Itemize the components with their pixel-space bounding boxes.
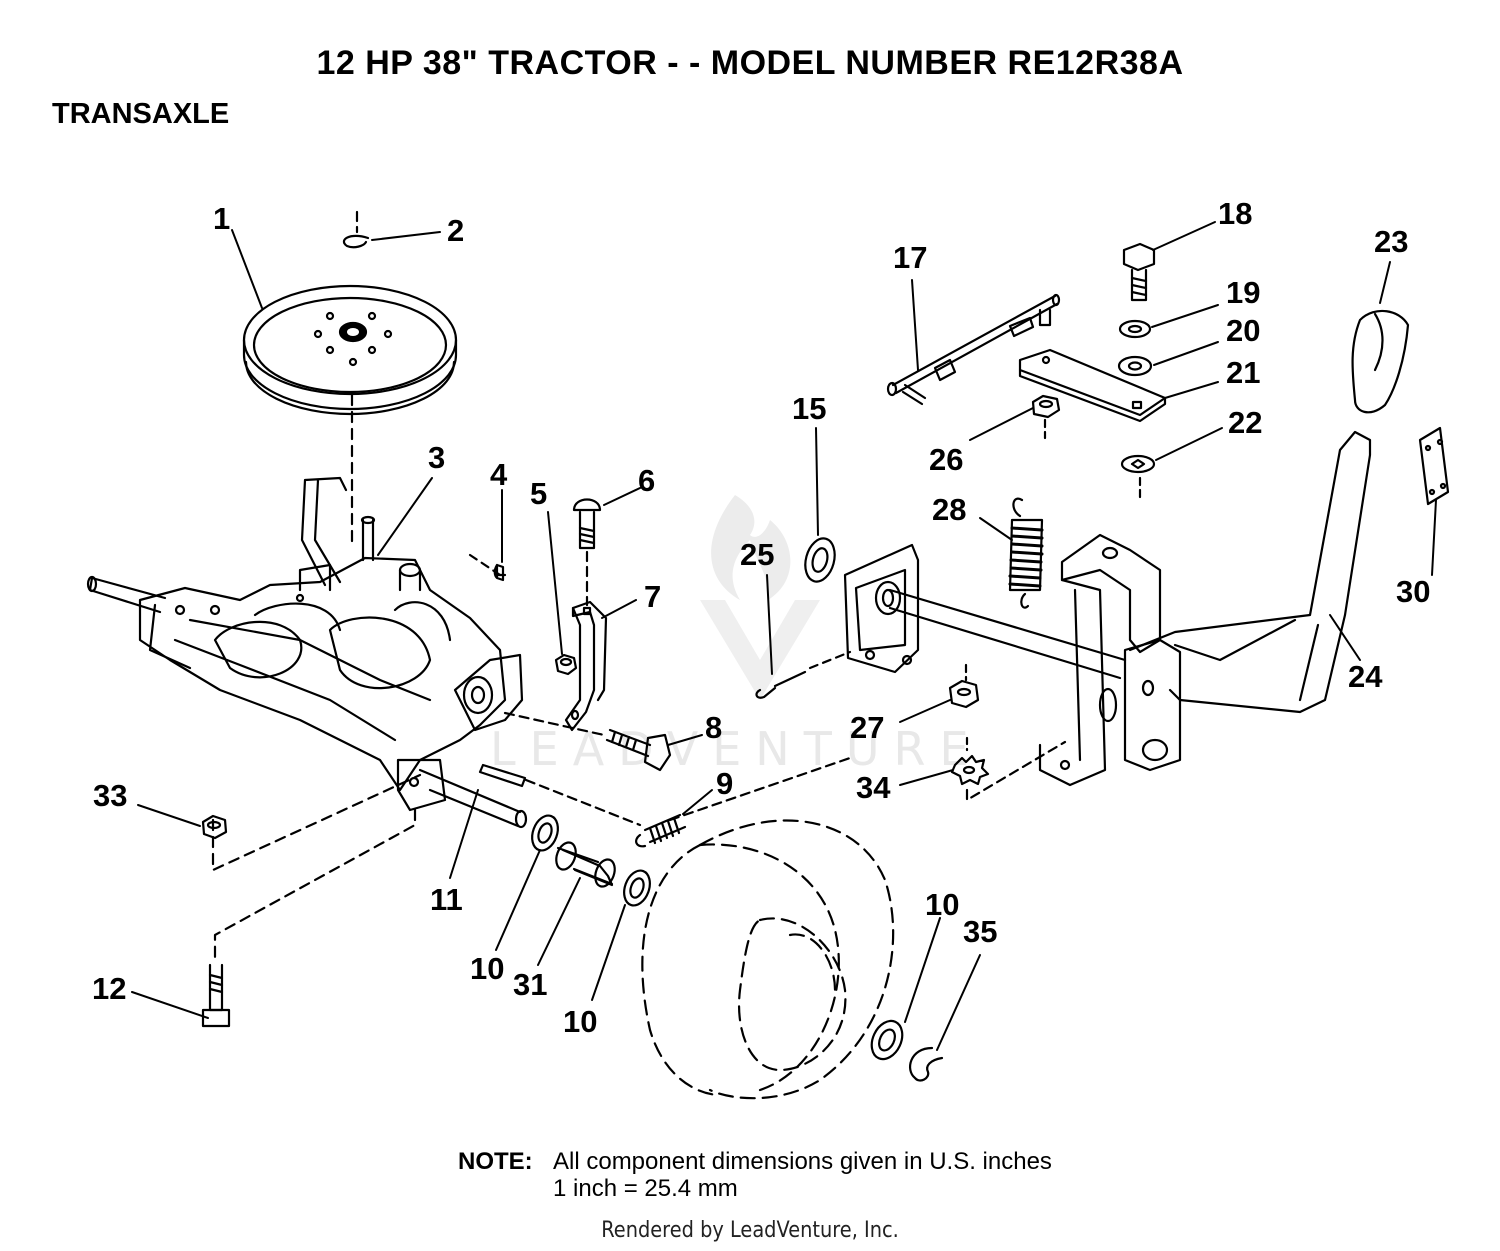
callout-18: 18 [1218, 196, 1252, 231]
shift-lever-shaft-assembly [843, 430, 1372, 787]
callout-5: 5 [530, 476, 547, 511]
callout-27: 27 [850, 710, 884, 745]
callout-26: 26 [929, 442, 963, 477]
leader-lines [131, 221, 1437, 1051]
carriage-bolt [572, 498, 602, 550]
note-line-2: 1 inch = 25.4 mm [553, 1175, 738, 1202]
footer-credit: Rendered by LeadVenture, Inc. [601, 1218, 899, 1243]
callout-10: 10 [470, 951, 504, 986]
section-title: TRANSAXLE [52, 98, 230, 130]
callout-35: 35 [963, 914, 997, 949]
callout-15: 15 [792, 391, 826, 426]
callout-7: 7 [644, 579, 661, 614]
hex-bolt [1122, 242, 1156, 302]
callout-1: 1 [213, 201, 230, 236]
hex-nut [554, 653, 578, 676]
retaining-clip [342, 234, 370, 249]
e-clip [909, 1046, 944, 1082]
hex-nut [948, 679, 980, 709]
rear-wheel [641, 819, 895, 1100]
callout-8: 8 [705, 710, 722, 745]
note-label: NOTE: [458, 1148, 533, 1175]
callout-17: 17 [893, 240, 927, 275]
control-rod [886, 293, 1061, 406]
callout-20: 20 [1226, 313, 1260, 348]
callout-25: 25 [740, 537, 774, 572]
flat-washer [623, 869, 651, 907]
watermark-text: LEADVENTURE [490, 722, 983, 776]
callout-6: 6 [638, 463, 655, 498]
hex-bolt [605, 728, 672, 772]
lock-washer [1118, 319, 1152, 339]
callout-22: 22 [1228, 405, 1262, 440]
cotter-pin [755, 670, 807, 699]
flange-nut [1031, 394, 1061, 419]
shift-bracket [564, 600, 608, 732]
hex-nut [201, 814, 228, 840]
woodruff-key [493, 563, 505, 582]
callout-31: 31 [513, 967, 547, 1002]
link-plate [1018, 348, 1167, 423]
callout-12: 12 [92, 971, 126, 1006]
extension-spring [1008, 497, 1044, 609]
callout-10: 10 [563, 1004, 597, 1039]
callout-11: 11 [430, 882, 463, 917]
callout-30: 30 [1396, 574, 1430, 609]
page-title: 12 HP 38" TRACTOR - - MODEL NUMBER RE12R… [316, 44, 1184, 82]
callout-4: 4 [490, 457, 508, 492]
star-washer [950, 754, 990, 786]
callout-28: 28 [932, 492, 966, 527]
callout-19: 19 [1226, 275, 1260, 310]
callout-24: 24 [1348, 659, 1383, 694]
callout-33: 33 [93, 778, 127, 813]
callout-labels: 1 2 3 4 5 6 7 8 9 10 10 10 11 12 15 17 1… [92, 196, 1430, 1039]
callout-34: 34 [856, 770, 891, 805]
transaxle-housing [86, 476, 528, 829]
hex-bolt [201, 963, 231, 1028]
callout-10: 10 [925, 887, 959, 922]
callout-23: 23 [1374, 224, 1408, 259]
flat-washer [1117, 355, 1153, 377]
extension-spring-small [635, 813, 687, 848]
callout-2: 2 [447, 213, 464, 248]
lever-knob [1351, 309, 1410, 414]
flat-washer [531, 814, 559, 852]
callout-21: 21 [1226, 355, 1260, 390]
square-key [478, 763, 527, 788]
square-washer [1120, 454, 1156, 474]
dimension-note: NOTE: All component dimensions given in U… [458, 1148, 1052, 1202]
callout-3: 3 [428, 440, 445, 475]
shift-decal [1418, 426, 1450, 506]
callout-9: 9 [716, 766, 733, 801]
flat-washer [870, 1019, 904, 1061]
flat-washer [804, 537, 836, 583]
note-line-1: All component dimensions given in U.S. i… [553, 1148, 1052, 1175]
axle-spacer [555, 841, 616, 888]
pulley [242, 284, 458, 416]
watermark: LEADVENTURE [490, 495, 983, 776]
